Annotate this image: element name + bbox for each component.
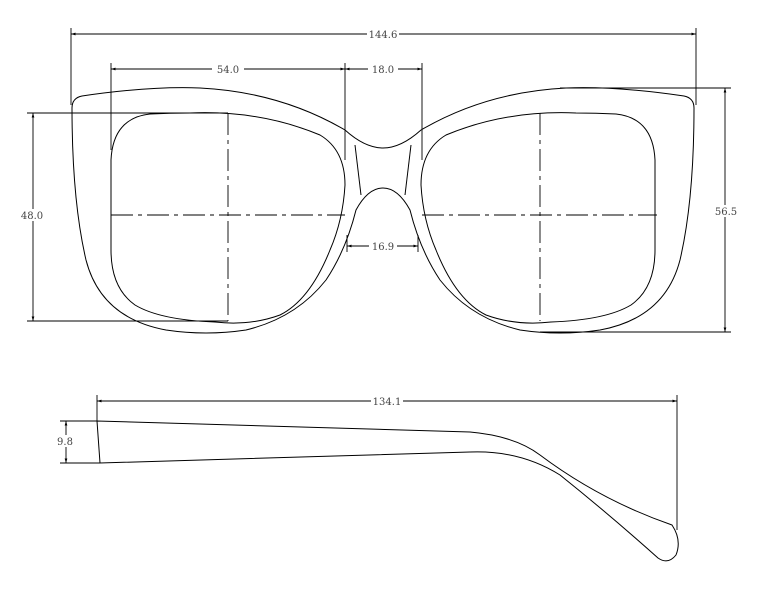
dimension-temple-length: 134.1 [96,395,678,530]
dimension-bridge-width: 18.0 [345,63,422,76]
lens-height-label: 48.0 [21,211,43,222]
dimension-overall-width: 144.6 [70,28,697,105]
lens-centerlines [111,113,657,321]
temple-length-label: 134.1 [373,397,402,408]
temple-height-label: 9.8 [57,437,73,448]
frame-height-label: 56.5 [715,207,737,218]
right-nose-pad-line [404,144,412,196]
dimension-frame-height: 56.5 [540,87,741,333]
temple-arm-outline [96,420,679,562]
left-lens-outline [110,112,346,324]
nose-width-label: 16.9 [372,242,394,253]
overall-width-label: 144.6 [369,30,398,41]
dimension-nose-width: 16.9 [346,235,419,253]
lens-width-label: 54.0 [217,65,239,76]
frame-outer-outline [71,87,695,334]
front-frame [71,87,695,334]
dimension-lens-width: 54.0 [110,63,423,160]
bridge-width-label: 18.0 [372,65,394,76]
dimension-temple-height: 9.8 [54,420,100,464]
right-lens-outline [420,112,656,324]
left-nose-pad-line [354,144,362,196]
dimension-lens-height: 48.0 [17,112,228,322]
